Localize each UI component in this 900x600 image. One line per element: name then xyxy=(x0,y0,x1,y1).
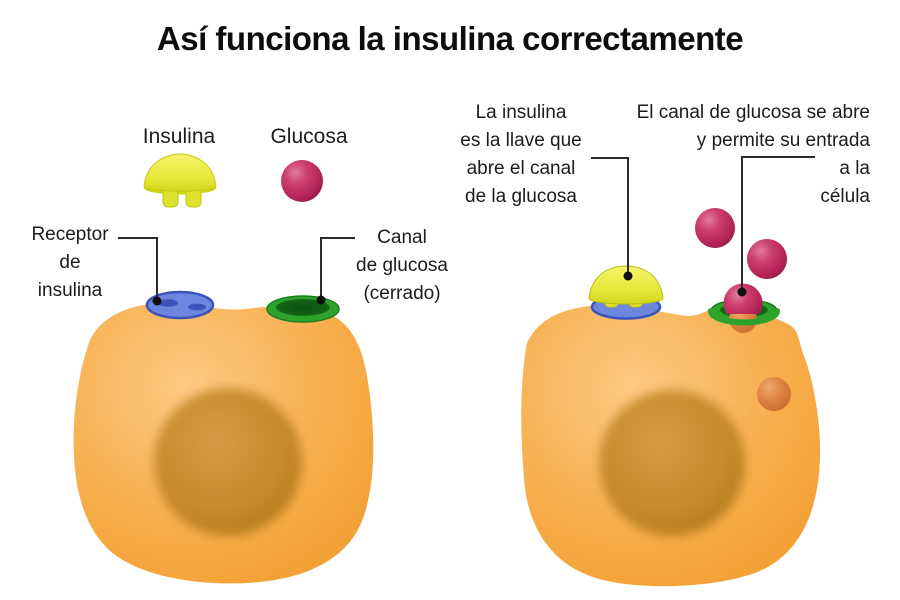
glucose-entering-top xyxy=(723,283,763,314)
insulin-receptor-with-insulin xyxy=(588,265,664,320)
receptor-connector-line xyxy=(118,237,158,299)
annotation-line: es la llave que xyxy=(460,130,582,151)
closed-channel-annotation: Canal de glucosa (cerrado) xyxy=(346,224,458,308)
annotation-line: a la xyxy=(839,158,870,179)
page-title: Así funciona la insulina correctamente xyxy=(156,20,744,57)
right-cell xyxy=(521,208,821,587)
connector-lines xyxy=(118,156,815,299)
receptor-slot-left xyxy=(158,299,178,307)
connector-dot xyxy=(623,271,633,281)
receptor-ellipse xyxy=(145,290,215,320)
annotation-line: El canal de glucosa se abre xyxy=(636,102,870,123)
insulin-dome xyxy=(143,153,217,192)
annotation-line: de la glucosa xyxy=(465,186,577,207)
annotation-line: insulina xyxy=(37,280,103,301)
annotation-line: célula xyxy=(820,186,870,207)
closed-channel-connector-line xyxy=(320,237,355,298)
open-channel-annotation: El canal de glucosa se abre y permite su… xyxy=(600,99,870,211)
annotation-line: de glucosa xyxy=(356,255,448,276)
left-cell-nucleus xyxy=(154,388,302,536)
connector-dot xyxy=(316,295,326,305)
channel-closed-center xyxy=(276,299,330,316)
annotation-line: (cerrado) xyxy=(363,283,441,304)
connector-dots xyxy=(152,271,747,306)
glucose-sphere-free xyxy=(747,239,787,279)
right-cell-nucleus xyxy=(599,390,745,536)
glucose-icon xyxy=(281,160,323,202)
glucose-channel-open xyxy=(708,283,780,333)
annotation-line: La insulina xyxy=(475,102,567,123)
connector-dot xyxy=(737,287,747,297)
receptor-annotation: Receptor de insulina xyxy=(14,221,126,305)
annotation-line: Canal xyxy=(377,227,427,248)
glucose-channel-closed xyxy=(266,295,340,323)
insulin-legend-label: Insulina xyxy=(142,125,216,148)
insulin-icon xyxy=(143,153,217,208)
annotation-line: abre el canal xyxy=(466,158,576,179)
receptor-slot-right xyxy=(188,303,206,311)
annotation-line: Receptor xyxy=(31,224,109,245)
insulin-key-annotation: La insulina es la llave que abre el cana… xyxy=(445,99,597,211)
annotation-line: y permite su entrada xyxy=(696,130,870,151)
insulin-key-connector-line xyxy=(591,157,629,273)
glucose-sphere-free xyxy=(695,208,735,248)
insulin-dome-docked xyxy=(588,265,664,305)
connector-dot xyxy=(152,296,162,306)
channel-front-rim xyxy=(708,308,780,326)
left-cell xyxy=(73,290,374,584)
glucose-sphere-inside-cell xyxy=(757,377,791,411)
insulin-receptor xyxy=(145,290,215,320)
glucose-legend-label: Glucosa xyxy=(270,125,348,148)
open-channel-connector-line xyxy=(741,156,815,290)
annotation-line: de xyxy=(59,252,81,273)
